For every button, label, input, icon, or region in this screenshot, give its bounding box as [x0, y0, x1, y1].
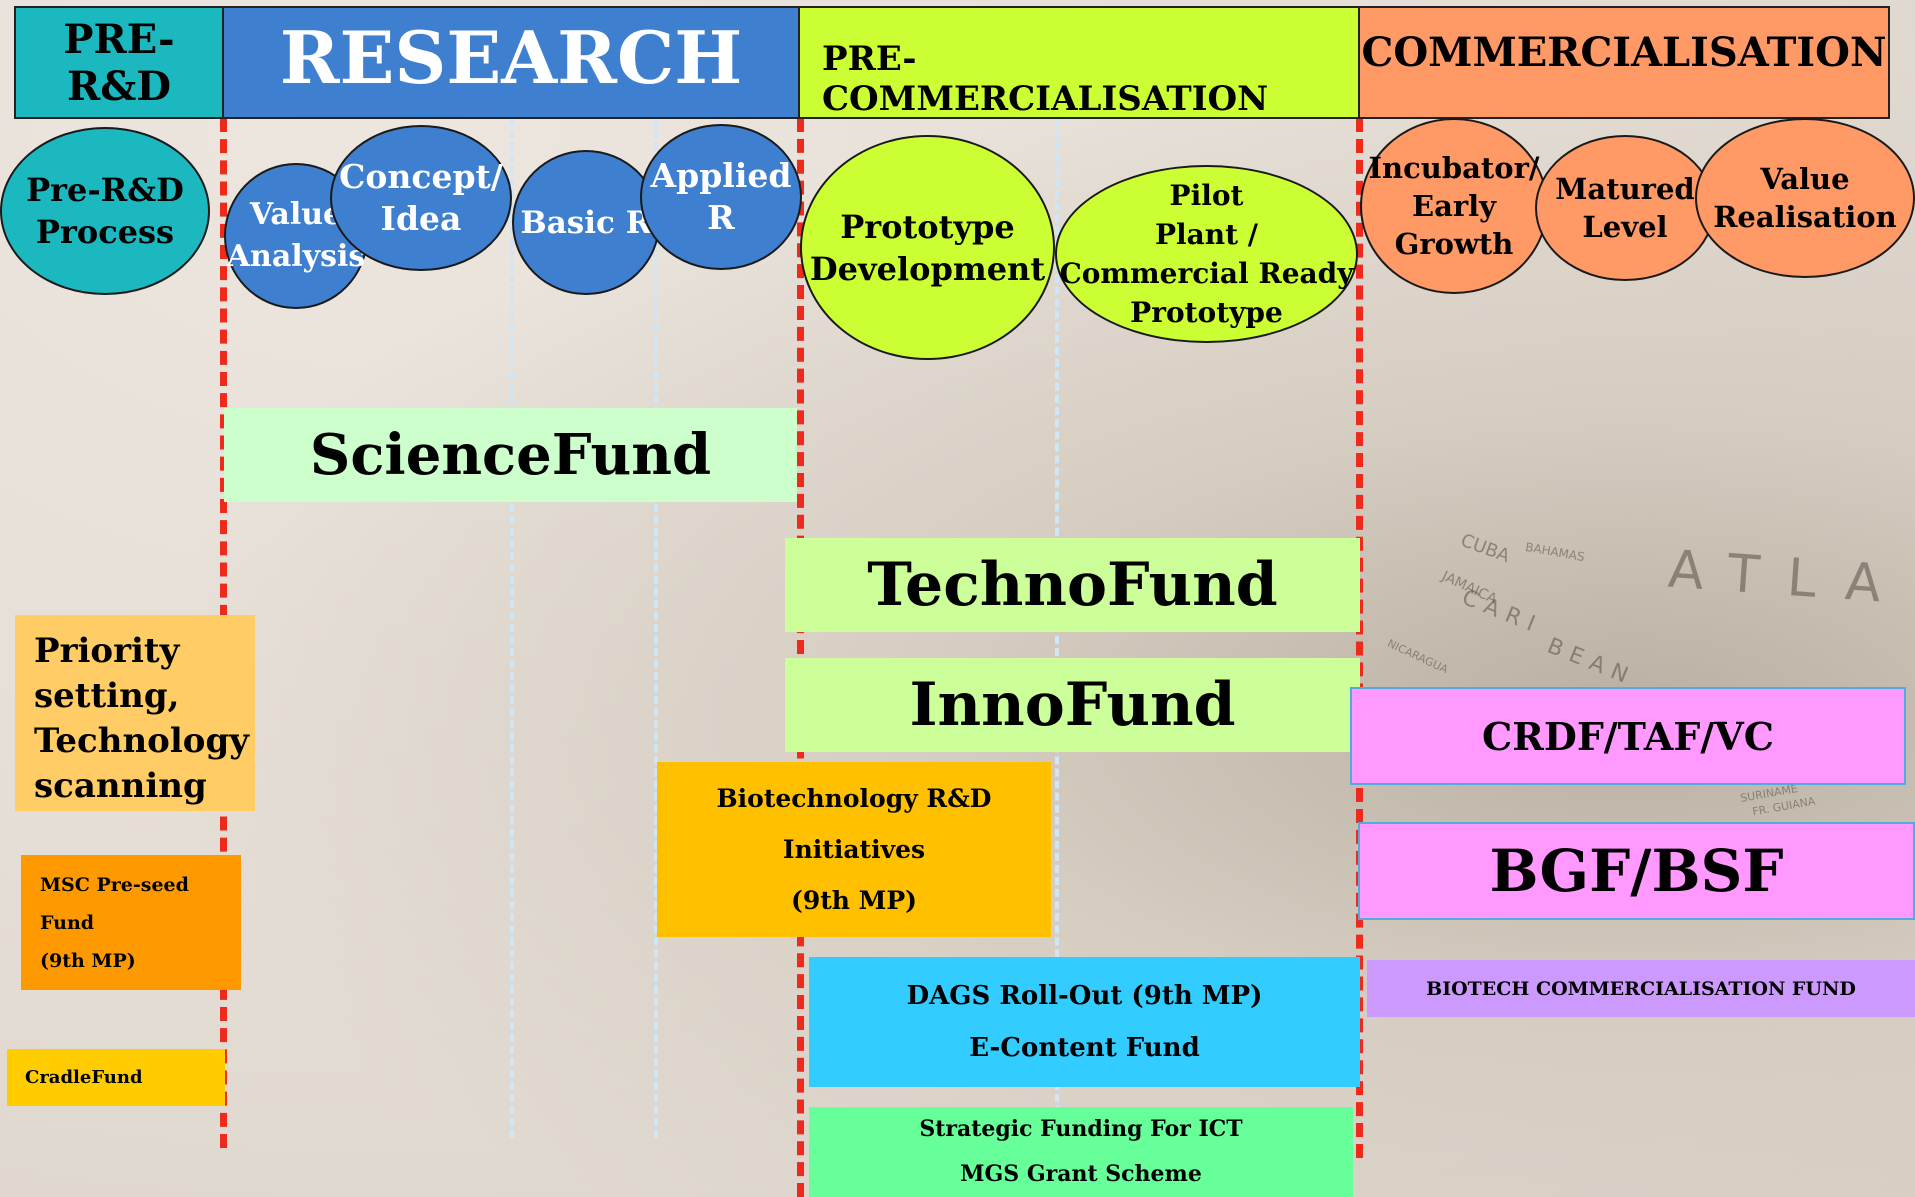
stage-pre-commercialisation: PRE-COMMERCIALISATION: [798, 6, 1360, 119]
stage-research-label: RESEARCH: [279, 15, 743, 100]
fund-biotech-rnd: Biotechnology R&D Initiatives (9th MP): [657, 762, 1051, 937]
fund-dags-econtent: DAGS Roll-Out (9th MP) E-Content Fund: [809, 957, 1360, 1087]
stage-divider: [1356, 118, 1363, 1158]
stage-research: RESEARCH: [222, 6, 800, 119]
fund-label: E-Content Fund: [969, 1033, 1200, 1063]
phase-basic-r: Basic R: [512, 150, 660, 295]
phase-label: Level: [1582, 210, 1668, 244]
fund-bgf-bsf: BGF/BSF: [1358, 822, 1915, 920]
stage-commercialisation-label: COMMERCIALISATION: [1361, 29, 1887, 76]
phase-label: Plant /: [1154, 218, 1259, 251]
map-label: ATLA: [1666, 539, 1911, 617]
fund-label: Priority: [34, 631, 180, 671]
phase-label: Concept/: [339, 157, 503, 196]
phase-label: Early: [1411, 189, 1497, 223]
fund-label: ScienceFund: [309, 422, 712, 488]
fund-label: Biotechnology R&D: [716, 784, 992, 813]
phase-label: Value: [249, 197, 343, 232]
fund-label: BIOTECH COMMERCIALISATION FUND: [1426, 977, 1856, 1000]
phase-label: Process: [35, 213, 175, 251]
fund-label: setting,: [34, 676, 180, 716]
map-label: NICARAGUA: [1385, 636, 1450, 677]
map-label: BAHAMAS: [1524, 539, 1586, 565]
fund-label: Initiatives: [782, 835, 926, 864]
fund-label: Strategic Funding For ICT: [919, 1116, 1243, 1142]
fund-label: CRDF/TAF/VC: [1482, 713, 1774, 759]
fund-label: Technology: [34, 721, 249, 761]
phase-concept-idea: Concept/Idea: [330, 125, 512, 271]
map-label: CUBA: [1457, 530, 1513, 567]
map-label: CARI: [1458, 585, 1546, 640]
phase-label: Analysis: [226, 239, 366, 274]
phase-label: Prototype: [1130, 296, 1283, 329]
fund-label: (9th MP): [40, 950, 136, 972]
fund-strategic-ict: Strategic Funding For ICT MGS Grant Sche…: [809, 1107, 1353, 1197]
fund-label: MSC Pre-seed: [40, 874, 189, 896]
phase-label: Basic R: [520, 204, 652, 241]
fund-label: CradleFund: [25, 1067, 143, 1088]
fund-label: MGS Grant Scheme: [960, 1161, 1202, 1187]
fund-msc-pre-seed: MSC Pre-seed Fund (9th MP): [21, 855, 241, 990]
fund-label: InnoFund: [909, 670, 1236, 740]
fund-priority-setting: Priority setting, Technology scanning: [15, 615, 255, 811]
stage-pre-commercialisation-label: PRE-COMMERCIALISATION: [822, 39, 1269, 119]
fund-label: DAGS Roll-Out (9th MP): [906, 981, 1263, 1011]
fund-crdf-taf-vc: CRDF/TAF/VC: [1350, 687, 1906, 785]
fund-label: TechnoFund: [867, 550, 1278, 620]
fund-sciencefund: ScienceFund: [224, 408, 797, 502]
phase-label: Development: [809, 249, 1046, 288]
fund-label: Fund: [40, 912, 95, 934]
phase-label: Realisation: [1713, 200, 1897, 234]
phase-divider: [654, 118, 658, 1138]
fund-label: (9th MP): [791, 886, 917, 915]
phase-label: Idea: [380, 199, 462, 238]
map-label: BEAN: [1543, 633, 1639, 692]
phase-label: Growth: [1394, 227, 1514, 261]
phase-label: Pilot: [1169, 179, 1244, 212]
stage-pre-rnd: PRE-R&D: [14, 6, 224, 119]
fund-label: BGF/BSF: [1489, 837, 1784, 905]
stage-divider: [797, 118, 804, 1197]
phase-label: Matured: [1555, 172, 1695, 206]
phase-label: Applied: [650, 156, 792, 195]
fund-technofund: TechnoFund: [785, 538, 1360, 632]
phase-label: R: [707, 198, 735, 237]
fund-innofund: InnoFund: [785, 658, 1360, 752]
phase-label: Commercial Ready: [1059, 257, 1354, 290]
phase-label: Pre-R&D: [26, 171, 184, 209]
phase-divider: [510, 118, 514, 1138]
phase-label: Value: [1760, 162, 1850, 196]
phase-pre-rnd-process: Pre-R&D Process: [0, 127, 210, 295]
phase-label: Prototype: [840, 207, 1015, 246]
stage-pre-rnd-label: PRE-R&D: [63, 15, 175, 110]
stage-commercialisation: COMMERCIALISATION: [1358, 6, 1890, 119]
phase-label: Incubator/: [1368, 151, 1540, 185]
fund-biotech-commercialisation: BIOTECH COMMERCIALISATION FUND: [1367, 960, 1915, 1017]
fund-cradlefund: CradleFund: [7, 1049, 225, 1106]
fund-label: scanning: [34, 766, 207, 806]
